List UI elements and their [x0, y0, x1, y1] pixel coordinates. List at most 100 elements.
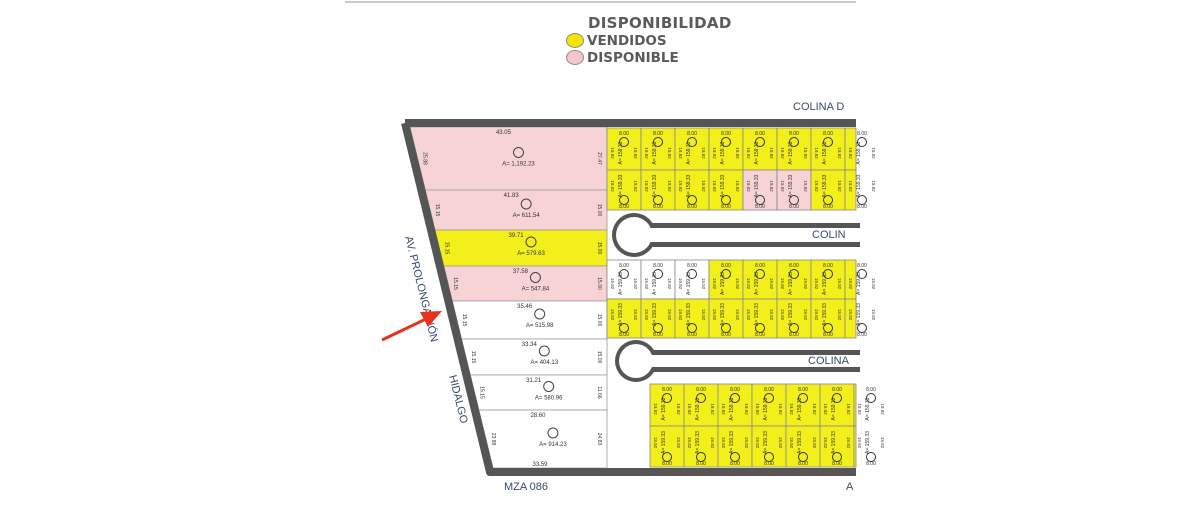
lot-front-dimension: 8.00 — [789, 263, 799, 269]
lot-side-dimension: 19.92 — [678, 309, 683, 321]
lot-shape — [708, 169, 744, 211]
lot-number-icon — [721, 323, 731, 333]
lot-front-dimension: 8.00 — [653, 204, 663, 210]
lot-side-dimension: 19.92 — [812, 437, 817, 449]
lot-number-icon — [789, 195, 799, 205]
block-label: MZA 086 — [504, 481, 548, 493]
lot-number-icon — [619, 195, 629, 205]
lot-top-dimension: 43.05 — [496, 130, 512, 136]
legend-item-available: DISPONIBLE — [566, 49, 732, 66]
lot-side-dimension: 19.92 — [814, 180, 819, 192]
lot-right-dimension: 15.00 — [596, 204, 602, 217]
lot-left-dimension: 25.88 — [422, 152, 428, 165]
lot-side-dimension: 19.92 — [667, 180, 672, 192]
lot-shape — [853, 383, 857, 427]
lot-area: A= 580.96 — [535, 396, 563, 402]
lot-area: A= 159.33 — [652, 272, 658, 295]
lot-side-dimension: 19.92 — [848, 147, 853, 159]
lot-side-dimension: 19.92 — [721, 403, 726, 415]
lot-side-dimension: 19.92 — [846, 437, 851, 449]
lot-number-icon — [687, 323, 697, 333]
lot-front-dimension: 8.00 — [721, 263, 731, 269]
lot-shape — [810, 169, 846, 211]
red-arrow — [381, 311, 442, 342]
lot-top-dimension: 31.21 — [526, 378, 542, 384]
lot-side-dimension: 19.92 — [721, 437, 726, 449]
lot-left-dimension: 23.88 — [490, 433, 496, 446]
lot-shape — [640, 169, 676, 211]
lot-number-icon — [529, 272, 541, 283]
lot-number-icon — [798, 452, 808, 462]
lot-side-dimension: 19.92 — [712, 278, 717, 290]
lot-number-icon — [662, 393, 672, 403]
lot-front-dimension: 8.00 — [687, 332, 697, 338]
lot-area: A= 159.33 — [661, 397, 667, 420]
lot-side-dimension: 19.92 — [814, 309, 819, 321]
lot-side-dimension: 19.92 — [667, 309, 672, 321]
cul-de-sac-street — [615, 340, 860, 382]
lot-front-dimension: 8.00 — [755, 131, 765, 137]
street-label-2: COLINA — [808, 355, 850, 367]
lot-side-dimension: 19.92 — [744, 437, 749, 449]
lot-front-dimension: 8.00 — [866, 461, 876, 467]
pink-dot-icon — [566, 50, 584, 65]
lot-number-icon — [619, 269, 629, 279]
lot-area: A= 404.13 — [531, 360, 559, 366]
lot-area: A= 159.33 — [788, 141, 794, 164]
lot-number-icon — [687, 137, 697, 147]
lot-shape — [606, 259, 642, 300]
lot-side-dimension: 19.92 — [780, 309, 785, 321]
lot-number-icon — [823, 323, 833, 333]
lot-area: A= 159.33 — [754, 141, 760, 164]
lot-shape — [776, 298, 812, 339]
lot-shape — [409, 126, 608, 191]
lot-side-dimension: 19.92 — [678, 180, 683, 192]
lot-front-dimension: 8.00 — [662, 461, 672, 467]
lot-number-icon — [730, 452, 740, 462]
lot-number-icon — [543, 381, 555, 392]
lot-shape — [751, 425, 787, 468]
lot-number-icon — [789, 269, 799, 279]
lot-front-dimension: 8.00 — [653, 263, 663, 269]
lot-number-icon — [525, 236, 537, 248]
lot-side-dimension: 19.92 — [871, 278, 876, 290]
lot-front-dimension: 8.00 — [857, 131, 867, 137]
lot-side-dimension: 19.92 — [837, 147, 842, 159]
lot-area: A= 159.33 — [686, 174, 692, 197]
lot-number-icon — [534, 308, 546, 320]
lot-area: A= 159.33 — [695, 431, 701, 454]
lot-front-dimension: 8.00 — [619, 263, 629, 269]
lot-side-dimension: 19.92 — [789, 403, 794, 415]
street-label-1: COLIN — [812, 229, 846, 241]
lot-side-dimension: 19.92 — [710, 437, 715, 449]
lot-side-dimension: 19.92 — [633, 309, 638, 321]
block-boundary — [401, 119, 856, 476]
lot-side-dimension: 19.92 — [610, 278, 615, 290]
lot-area: A= 159.33 — [618, 174, 624, 197]
lot-front-dimension: 8.00 — [857, 332, 867, 338]
lot-number-icon — [653, 269, 663, 279]
lot-side-dimension: 19.92 — [644, 147, 649, 159]
street-surface — [636, 355, 860, 367]
lot-left-dimension: 15.15 — [443, 242, 449, 255]
lot-number-icon — [653, 195, 663, 205]
lot-number-icon — [730, 393, 740, 403]
lot-side-dimension: 19.92 — [701, 180, 706, 192]
lot-shape — [708, 127, 744, 171]
lot-left-dimension: 15.15 — [434, 204, 440, 217]
lot-left-dimension: 15.15 — [452, 277, 458, 290]
lot-side-dimension: 19.92 — [644, 309, 649, 321]
lot-left-dimension: 15.15 — [470, 351, 476, 364]
lot-shape — [785, 425, 821, 468]
lot-area: A= 159.33 — [720, 303, 726, 326]
lot-side-dimension: 19.92 — [848, 180, 853, 192]
lot-area: A= 159.33 — [754, 174, 760, 197]
